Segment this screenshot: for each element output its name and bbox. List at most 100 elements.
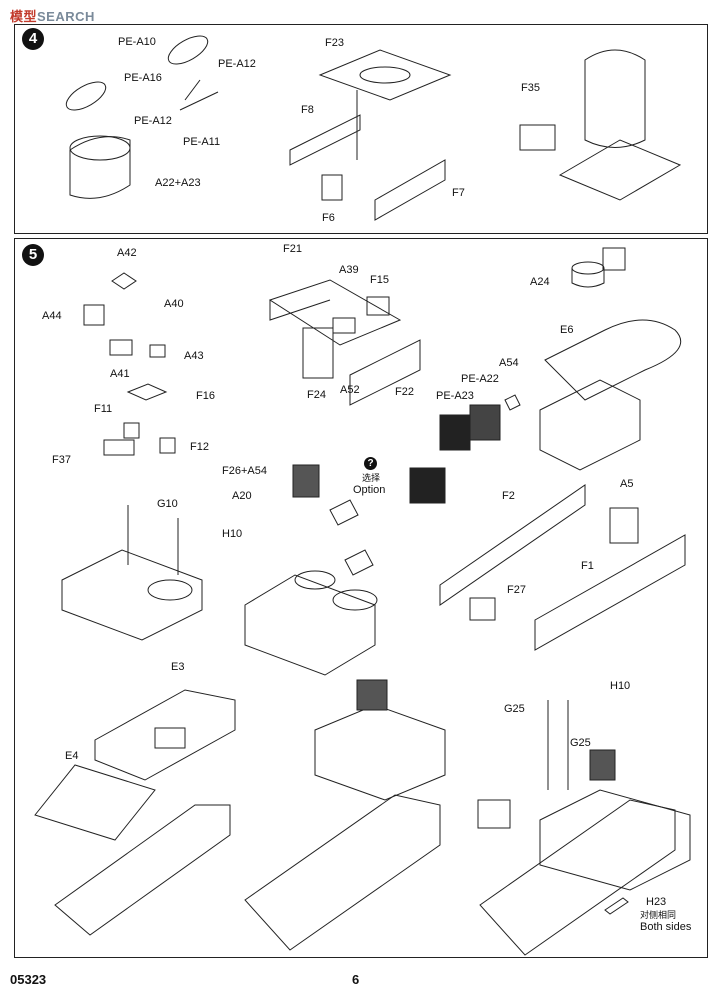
label-g10: G10 <box>157 498 178 510</box>
h23-part <box>604 897 629 915</box>
label-f24: F24 <box>307 389 326 401</box>
label-a5: A5 <box>620 478 634 490</box>
label-f15: F15 <box>370 274 389 286</box>
pe-strip <box>184 79 201 101</box>
label-a20: A20 <box>232 490 252 502</box>
pe-strip <box>179 91 219 111</box>
wing-platform <box>147 579 193 601</box>
hull-assembly <box>479 799 676 956</box>
label-a39: A39 <box>339 264 359 276</box>
bridge-assembly <box>244 574 376 676</box>
panel-part <box>123 422 140 439</box>
label-f26-a54: F26+A54 <box>222 465 267 477</box>
label-g25-lower: G25 <box>570 737 591 749</box>
label-a43: A43 <box>184 350 204 362</box>
hull-assembly <box>244 794 441 951</box>
label-f16: F16 <box>196 390 215 402</box>
radar-grille <box>292 464 320 498</box>
label-e3: E3 <box>171 661 185 673</box>
deck-opening <box>154 727 186 749</box>
label-a24: A24 <box>530 276 550 288</box>
label-pe-a12-lower: PE-A12 <box>134 115 172 127</box>
bridge-assembly <box>314 704 446 801</box>
step4-frame <box>14 24 708 234</box>
funnel-top <box>69 135 131 161</box>
grille-part <box>167 35 209 65</box>
base-assembly <box>558 139 682 201</box>
pe-grille <box>469 404 501 441</box>
label-a22-a23: A22+A23 <box>155 177 201 189</box>
option-icon: ? <box>364 457 377 470</box>
label-pe-a10: PE-A10 <box>118 36 156 48</box>
wall-part <box>374 159 446 221</box>
both-sides-en: Both sides <box>640 921 692 933</box>
label-f2: F2 <box>502 490 515 502</box>
label-f6: F6 <box>322 212 335 224</box>
label-a41: A41 <box>110 368 130 380</box>
label-f8: F8 <box>301 104 314 116</box>
funnel-part <box>69 136 131 199</box>
panel-part <box>302 327 334 379</box>
label-a40: A40 <box>164 298 184 310</box>
both-sides-zh: 对侧相同 <box>640 910 677 920</box>
deck-opening <box>359 66 411 84</box>
small-plate <box>111 272 137 290</box>
step5-number: 5 <box>22 244 44 266</box>
gun-part <box>344 549 374 576</box>
panel-part <box>159 437 176 454</box>
label-g25: G25 <box>504 703 525 715</box>
bridge-assembly <box>539 789 691 891</box>
panel-part <box>469 597 496 621</box>
label-f21: F21 <box>283 243 302 255</box>
label-f1: F1 <box>581 560 594 572</box>
plate-part <box>126 383 168 401</box>
page-number: 6 <box>352 972 360 987</box>
plate-part <box>103 439 135 456</box>
gun-part <box>329 499 359 526</box>
product-code: 05323 <box>10 972 47 987</box>
label-e4: E4 <box>65 750 79 762</box>
label-f11: F11 <box>94 403 113 415</box>
long-wall <box>534 534 686 651</box>
box-part <box>602 247 626 271</box>
label-pe-a16: PE-A16 <box>124 72 162 84</box>
label-h23: H23 <box>646 896 667 908</box>
label-f27: F27 <box>507 584 526 596</box>
option-label-en: Option <box>353 484 386 496</box>
wall-part <box>289 114 361 166</box>
step5-frame <box>14 238 708 958</box>
pe-fitting <box>504 394 521 411</box>
bridge-assembly <box>61 549 203 641</box>
block-part <box>519 124 556 151</box>
label-f12: F12 <box>190 441 209 453</box>
panel-part <box>332 317 356 334</box>
superstructure <box>539 379 641 471</box>
deck-e4 <box>34 764 156 841</box>
grille-part <box>65 81 107 111</box>
funnel-assembly <box>584 49 646 148</box>
pe-grille <box>439 414 471 451</box>
label-a52: A52 <box>340 384 360 396</box>
round-base <box>571 261 605 275</box>
label-h10: H10 <box>222 528 243 540</box>
wing-platform <box>332 589 378 611</box>
long-wall <box>439 484 586 606</box>
cabin-walls <box>349 339 421 406</box>
box-part <box>477 799 511 829</box>
watermark: 模型SEARCH <box>10 9 95 24</box>
radar-grille <box>356 679 388 711</box>
label-pe-a12: PE-A12 <box>218 58 256 70</box>
label-f23: F23 <box>325 37 344 49</box>
label-f7: F7 <box>452 187 465 199</box>
cabin-walls <box>268 279 402 346</box>
panel-part <box>366 296 390 316</box>
bracket-part <box>149 344 166 358</box>
radar-grille-option <box>409 467 446 504</box>
wing-platform <box>294 570 336 590</box>
panel-part <box>321 174 343 201</box>
deck-part <box>318 49 452 101</box>
panel-part <box>609 507 639 544</box>
label-a42: A42 <box>117 247 137 259</box>
